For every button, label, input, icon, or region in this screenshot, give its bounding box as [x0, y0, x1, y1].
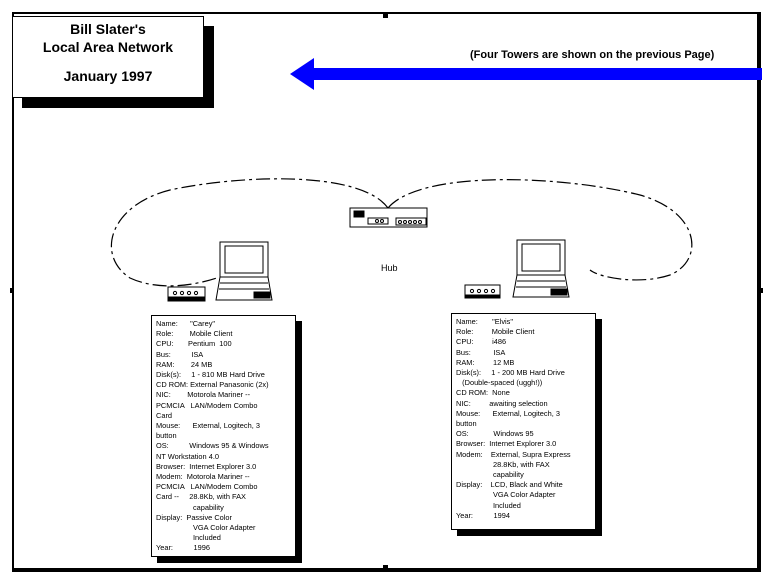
spec-line: PCMCIA LAN/Modem Combo — [156, 482, 258, 492]
spec-line: Role: Mobile Client — [456, 327, 535, 337]
spec-line: Year: 1996 — [156, 543, 210, 553]
spec-line: Display: Passive Color — [156, 512, 232, 522]
spec-line: button — [156, 431, 177, 441]
laptop-icon — [215, 241, 273, 301]
spec-line: 28.8Kb, with FAX — [456, 459, 550, 469]
spec-line: NIC: awaiting selection — [456, 398, 548, 408]
spec-line: Mouse: External, Logitech, 3 — [456, 408, 560, 418]
spec-line: RAM: 12 MB — [456, 357, 515, 367]
spec-line: NT Workstation 4.0 — [156, 451, 219, 461]
spec-line: Browser: Internet Explorer 3.0 — [456, 439, 557, 449]
spec-line: VGA Color Adapter — [456, 490, 556, 500]
left-arrow-icon — [290, 58, 762, 90]
spec-line: Bus: ISA — [156, 349, 204, 359]
spec-line: Included — [156, 533, 221, 543]
title-network: Local Area Network — [42, 39, 174, 55]
spec-line: capability — [456, 470, 524, 480]
title-name: Bill Slater's — [70, 21, 146, 37]
laptop-icon — [512, 239, 570, 298]
network-links — [110, 178, 693, 287]
previous-page-note: (Four Towers are shown on the previous P… — [470, 49, 715, 61]
spec-line: Modem: Motorola Mariner -- — [156, 472, 250, 482]
title-date: January 1997 — [63, 68, 153, 84]
spec-line: OS: Windows 95 & Windows — [156, 441, 269, 451]
spec-line: Disk(s): 1 - 810 MB Hard Drive — [156, 370, 265, 380]
spec-line: PCMCIA LAN/Modem Combo — [156, 400, 258, 410]
spec-line: Year: 1994 — [456, 510, 510, 520]
spec-line: Name: "Elvis" — [456, 317, 513, 326]
spec-line: OS: Windows 95 — [456, 429, 534, 439]
spec-line: VGA Color Adapter — [156, 523, 256, 533]
modem-icon — [167, 286, 206, 302]
spec-line: CPU: i486 — [456, 337, 507, 347]
spec-line: Role: Mobile Client — [156, 329, 233, 339]
spec-line: RAM: 24 MB — [156, 359, 213, 369]
network-hub-icon — [349, 207, 428, 228]
spec-line: Modem: External, Supra Express — [456, 449, 571, 459]
spec-line: Card — [156, 410, 173, 420]
spec-line: Included — [456, 500, 521, 510]
selection-handle-top[interactable] — [383, 13, 388, 18]
spec-line: (Double-spaced (uggh!)) — [456, 378, 543, 388]
selection-handle-right[interactable] — [760, 288, 763, 293]
spec-line: Browser: Internet Explorer 3.0 — [156, 461, 257, 471]
hub-label: Hub — [381, 263, 398, 273]
spec-line: Display: LCD, Black and White — [456, 480, 563, 490]
spec-line: Name: "Carey" — [156, 319, 216, 328]
selection-handle-left[interactable] — [10, 288, 13, 293]
spec-line: CD ROM: External Panasonic (2x) — [156, 380, 269, 390]
spec-line: button — [456, 419, 477, 429]
spec-line: Bus: ISA — [456, 347, 506, 357]
title-box: Bill Slater's Local Area Network January… — [12, 16, 204, 98]
spec-line: Card -- 28.8Kb, with FAX — [156, 492, 246, 502]
spec-line: CD ROM: None — [456, 388, 510, 398]
spec-line: capability — [156, 502, 224, 512]
spec-line: Disk(s): 1 - 200 MB Hard Drive — [456, 368, 565, 378]
spec-line: NIC: Motorola Mariner -- — [156, 390, 251, 400]
spec-line: Mouse: External, Logitech, 3 — [156, 421, 260, 431]
spec-line: CPU: Pentium 100 — [156, 339, 232, 349]
modem-icon — [464, 284, 501, 299]
selection-handle-bottom[interactable] — [383, 565, 388, 570]
